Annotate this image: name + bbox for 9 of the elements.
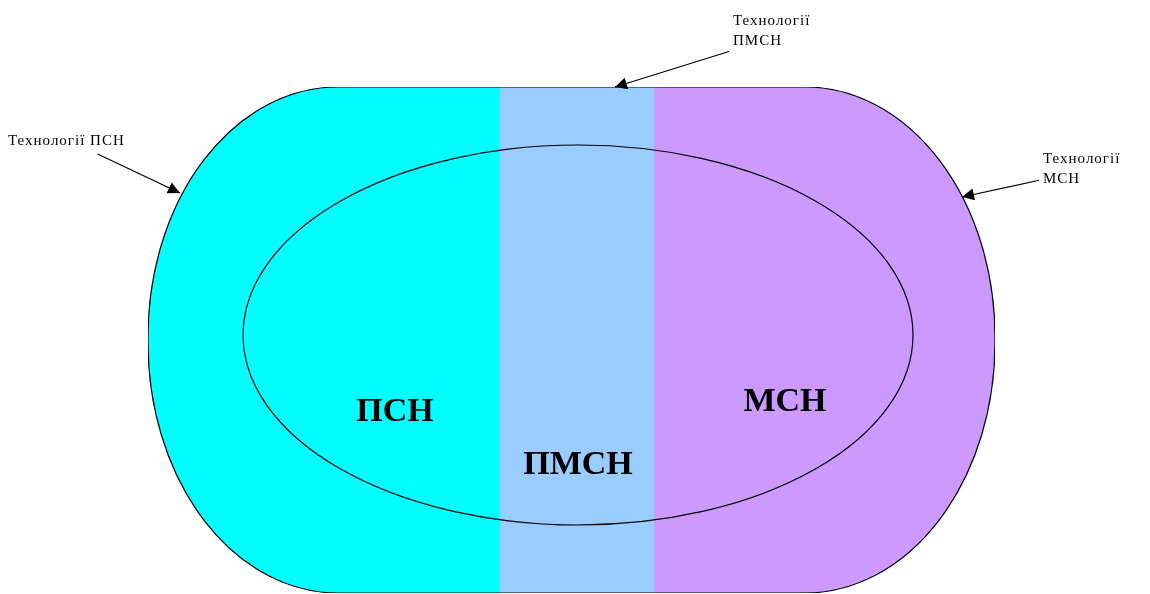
callout-label: Технології ПМСН [733, 11, 812, 50]
arrow [961, 179, 1040, 201]
callout-label: Технології МСН [1043, 149, 1122, 188]
arrow [97, 153, 181, 194]
region-label: ПСН [356, 391, 434, 429]
region-label: ПМСН [523, 444, 633, 482]
region-label: МСН [743, 381, 827, 419]
arrow [614, 50, 730, 90]
callout-label: Технології ПСН [8, 131, 126, 150]
